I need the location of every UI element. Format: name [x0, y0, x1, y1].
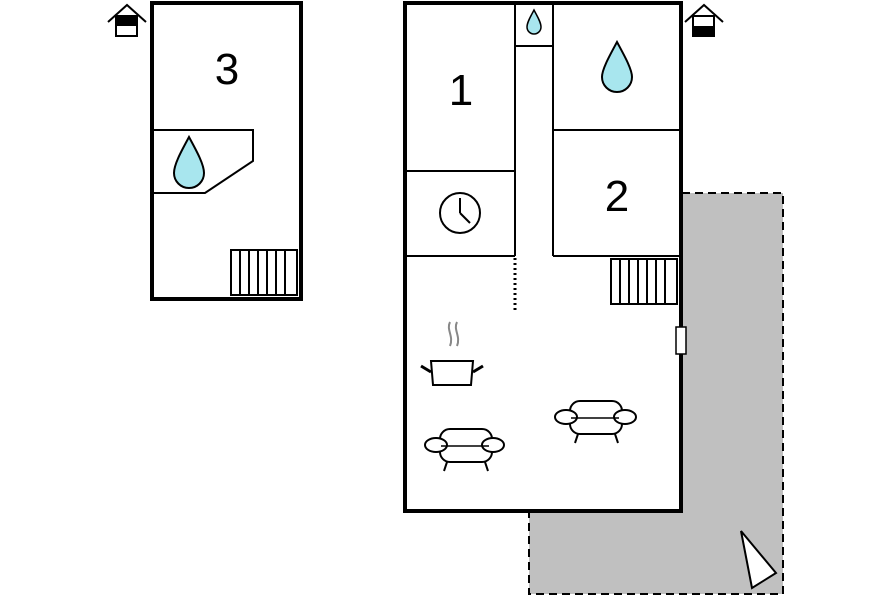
- water-drop-icon: [172, 134, 206, 189]
- terrace: [528, 192, 784, 595]
- house-upper-floor-icon: [107, 3, 147, 37]
- compass-north-icon: [740, 530, 778, 590]
- water-drop-icon: [600, 39, 634, 93]
- armchair-icon: [424, 428, 505, 472]
- clock-icon: [439, 192, 481, 234]
- armchair-icon: [554, 400, 637, 444]
- room-label-1: 1: [449, 66, 473, 115]
- upper-floor: 3: [150, 1, 303, 301]
- cooking-pot-icon: [420, 321, 484, 386]
- room-label-2: 2: [605, 172, 629, 221]
- door: [675, 326, 687, 355]
- house-ground-floor-icon: [684, 3, 724, 37]
- water-drop-icon: [526, 8, 542, 35]
- room-label-3: 3: [215, 45, 239, 94]
- stairs-upper: [230, 249, 298, 296]
- ground-floor: 1 2: [403, 1, 687, 513]
- stairs-ground: [610, 258, 678, 305]
